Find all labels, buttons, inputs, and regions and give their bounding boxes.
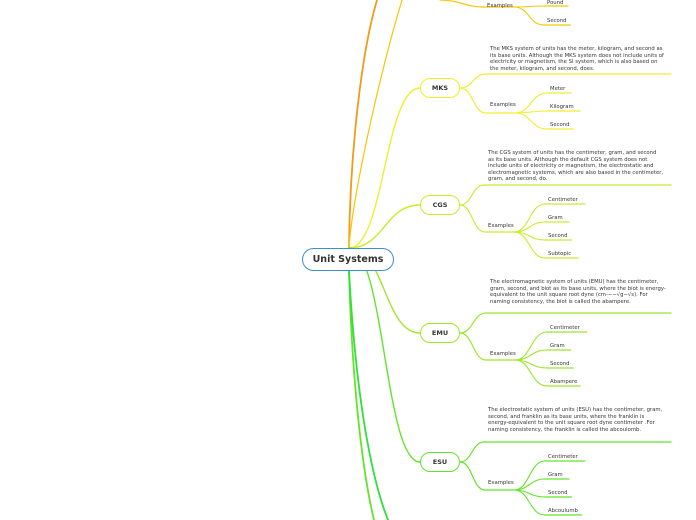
emu-example-second[interactable]: Second: [550, 361, 570, 367]
esu-description-connector: [459, 441, 485, 463]
mks-example-kilogram[interactable]: Kilogram: [550, 104, 574, 110]
offscreen-branch-bottom: [348, 270, 389, 520]
mks-description: The MKS system of units has the meter, k…: [490, 46, 664, 72]
esu-example-connector: [513, 489, 546, 516]
fps-example-pound[interactable]: Pound: [547, 0, 564, 6]
emu-example-gram[interactable]: Gram: [550, 343, 565, 349]
esu-examples-connector: [459, 461, 486, 491]
esu-examples-label[interactable]: Examples: [488, 480, 514, 486]
cgs-example-centimeter[interactable]: Centimeter: [548, 197, 578, 203]
cgs-example-subtopic[interactable]: Subtopic: [548, 251, 572, 257]
fps-example-connector: [513, 5, 545, 8]
cgs-examples-label[interactable]: Examples: [488, 223, 514, 229]
fps-examples-connector: [439, 0, 485, 8]
cgs-example-gram[interactable]: Gram: [548, 215, 563, 221]
topic-emu-label: EMU: [431, 329, 449, 337]
fps-examples-label[interactable]: Examples: [487, 3, 513, 9]
topic-cgs-label: CGS: [432, 201, 448, 209]
cgs-example-connector: [513, 203, 546, 233]
offscreen-branch-top: [348, 0, 403, 249]
topic-emu[interactable]: EMU: [420, 323, 460, 343]
topic-mks[interactable]: MKS: [420, 78, 460, 98]
cgs-example-connector: [513, 231, 546, 259]
mks-description-connector: [459, 73, 487, 89]
mks-examples-connector: [459, 87, 487, 114]
esu-example-connector: [513, 460, 546, 491]
emu-example-connector: [514, 359, 548, 387]
offscreen-branch-bottom: [348, 270, 375, 520]
emu-example-centimeter[interactable]: Centimeter: [550, 325, 580, 331]
root-topic-unit-systems[interactable]: Unit Systems: [302, 248, 394, 271]
fps-example-connector: [513, 6, 545, 26]
fps-example-second[interactable]: Second: [547, 18, 567, 24]
mks-example-meter[interactable]: Meter: [550, 86, 566, 92]
topic-esu[interactable]: ESU: [420, 452, 460, 472]
esu-example-second[interactable]: Second: [548, 490, 568, 496]
offscreen-branch-top: [348, 0, 378, 249]
cgs-branch-line: [348, 204, 421, 249]
mks-example-connector: [514, 112, 548, 130]
mks-examples-label[interactable]: Examples: [490, 102, 516, 108]
cgs-description-connector: [459, 184, 485, 206]
mks-example-connector: [514, 92, 548, 114]
cgs-example-second[interactable]: Second: [548, 233, 568, 239]
emu-example-connector: [514, 331, 548, 361]
esu-example-abcoulumb[interactable]: Abcoulumb: [548, 508, 578, 514]
esu-example-gram[interactable]: Gram: [548, 472, 563, 478]
emu-examples-connector: [459, 332, 487, 361]
root-topic-label: Unit Systems: [312, 254, 384, 265]
mks-example-second[interactable]: Second: [550, 122, 570, 128]
emu-description: The electromagnetic system of units (EMU…: [490, 279, 666, 305]
esu-example-connector: [513, 478, 546, 491]
topic-mks-label: MKS: [431, 84, 449, 92]
esu-description: The electrostatic system of units (ESU) …: [488, 407, 663, 433]
emu-examples-label[interactable]: Examples: [490, 351, 516, 357]
cgs-description: The CGS system of units has the centimet…: [488, 150, 664, 183]
emu-example-abampere[interactable]: Abampere: [550, 379, 578, 385]
emu-description-connector: [459, 312, 487, 334]
topic-esu-label: ESU: [432, 458, 448, 466]
esu-example-centimeter[interactable]: Centimeter: [548, 454, 578, 460]
cgs-examples-connector: [459, 204, 486, 233]
mks-branch-line: [348, 87, 421, 249]
topic-cgs[interactable]: CGS: [420, 195, 460, 215]
